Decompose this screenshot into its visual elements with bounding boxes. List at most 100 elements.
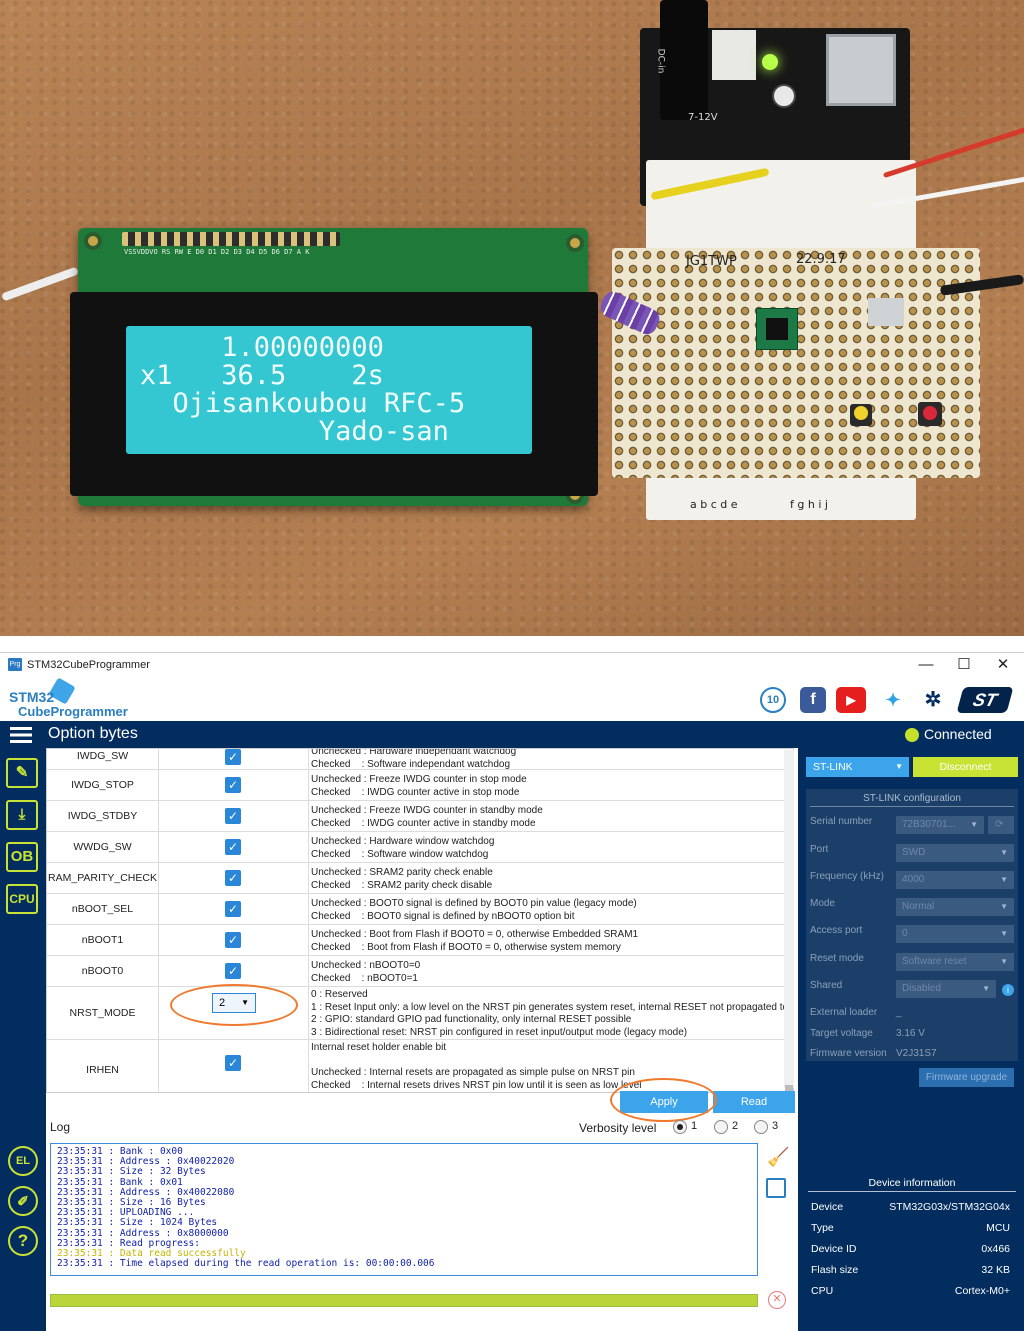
option-description: Unchecked : BOOT0 signal is defined by B…	[311, 898, 637, 922]
minimize-button[interactable]: —	[918, 656, 934, 673]
lcd-line-4: Yado-san	[140, 416, 449, 447]
close-button[interactable]: ✕	[996, 656, 1010, 673]
app-window: Prg STM32CubeProgrammer — ☐ ✕ STM32 Cube…	[0, 652, 1024, 1331]
verbosity-label-2: 2	[732, 1120, 739, 1132]
switch	[712, 30, 756, 80]
frequency-select[interactable]: 4000▼	[896, 871, 1014, 889]
nboot-sel-checkbox[interactable]: ✓	[225, 901, 241, 917]
table-row: RAM_PARITY_CHECK ✓ Unchecked : SRAM2 par…	[47, 863, 793, 894]
facebook-icon[interactable]: f	[800, 687, 826, 713]
verbosity-label: Verbosity level	[579, 1121, 657, 1135]
iwdg-stdby-checkbox[interactable]: ✓	[225, 808, 241, 824]
verbosity-radio-3[interactable]	[754, 1120, 768, 1134]
iwdg-sw-checkbox[interactable]: ✓	[225, 749, 241, 765]
firmware-version-value: V2J31S7	[896, 1048, 937, 1059]
option-description: Unchecked : Hardware window watchdog Che…	[311, 836, 495, 860]
option-name: nBOOT0	[47, 956, 159, 986]
param-value: Disabled	[902, 983, 941, 994]
table-row: nBOOT1 ✓ Unchecked : Boot from Flash if …	[47, 925, 793, 956]
highlight-ellipse-apply	[610, 1078, 717, 1122]
usb-port	[826, 34, 896, 106]
download-icon[interactable]: ⤓	[6, 800, 38, 830]
option-name: nBOOT_SEL	[47, 894, 159, 924]
date-label: 22.9.17	[796, 252, 846, 267]
mode-select[interactable]: Normal▼	[896, 898, 1014, 916]
psu-voltage-label: 7-12V	[688, 112, 718, 123]
cpu-icon[interactable]: CPU	[6, 884, 38, 914]
disconnect-button[interactable]: Disconnect	[913, 757, 1018, 777]
serial-number-select[interactable]: 72B30701... ▼	[896, 816, 984, 834]
help-icon[interactable]: ?	[8, 1226, 38, 1256]
firmware-upgrade-button[interactable]: Firmware upgrade	[919, 1068, 1014, 1087]
table-row: IWDG_SW ✓ Unchecked : Hardware independa…	[47, 749, 793, 770]
nboot1-checkbox[interactable]: ✓	[225, 932, 241, 948]
param-label: Port	[810, 844, 829, 855]
nboot0-checkbox[interactable]: ✓	[225, 963, 241, 979]
table-row: IWDG_STDBY ✓ Unchecked : Freeze IWDG cou…	[47, 801, 793, 832]
maximize-button[interactable]: ☐	[957, 656, 971, 673]
refresh-icon[interactable]: ⟳	[988, 816, 1014, 834]
reset-mode-select[interactable]: Software reset▼	[896, 953, 1014, 971]
shared-select[interactable]: Disabled▼	[896, 980, 996, 998]
capacitor	[772, 84, 796, 108]
access-port-select[interactable]: 0▼	[896, 925, 1014, 943]
progress-bar	[50, 1294, 758, 1307]
option-name: WWDG_SW	[47, 832, 159, 862]
breadboard-letters-f: f g h i j	[790, 498, 828, 511]
button-yellow	[854, 406, 868, 420]
clear-log-icon[interactable]: 🧹	[767, 1147, 790, 1167]
network-icon[interactable]: ✲	[924, 689, 942, 711]
chevron-down-icon: ▼	[895, 762, 903, 771]
youtube-icon[interactable]: ▶	[836, 687, 866, 713]
option-name: IWDG_SW	[47, 749, 159, 769]
secure-icon[interactable]: ✐	[8, 1186, 38, 1216]
irhen-checkbox[interactable]: ✓	[225, 1055, 241, 1071]
option-name: IRHEN	[47, 1040, 159, 1092]
lcd-header-pins	[122, 232, 340, 246]
save-log-icon[interactable]	[766, 1178, 786, 1198]
twitter-icon[interactable]: ✦	[885, 690, 901, 710]
st-logo[interactable]: ST	[956, 687, 1014, 713]
param-label: Serial number	[810, 816, 873, 827]
table-scrollbar[interactable]	[784, 750, 794, 1088]
option-name: IWDG_STOP	[47, 770, 159, 800]
flash-size-value: 32 KB	[981, 1264, 1010, 1276]
scroll-down-icon[interactable]	[785, 1085, 793, 1093]
chevron-down-icon: ▼	[1000, 875, 1008, 884]
ram-parity-check-checkbox[interactable]: ✓	[225, 870, 241, 886]
verbosity-radio-2[interactable]	[714, 1120, 728, 1134]
memory-edit-icon[interactable]: ✎	[6, 758, 38, 788]
cpu-value: Cortex-M0+	[954, 1285, 1010, 1297]
info-icon[interactable]: i	[1002, 984, 1014, 996]
swv-icon[interactable]: EL	[8, 1146, 38, 1176]
cancel-icon[interactable]: ✕	[768, 1291, 786, 1309]
option-bytes-icon[interactable]: OB	[6, 842, 38, 872]
button-red	[923, 406, 937, 420]
menu-icon[interactable]	[10, 727, 32, 743]
type-value: MCU	[986, 1222, 1010, 1234]
hardware-photo: 7-12V DC-in a b c d e f g h i j JG1TWP 2…	[0, 0, 1024, 636]
window-title: STM32CubeProgrammer	[27, 659, 150, 671]
param-value: 0	[902, 928, 908, 939]
log-line: 23:35:31 : Bank : 0x01	[57, 1176, 183, 1188]
highlight-ellipse-nrst	[170, 984, 298, 1026]
flash-size-label: Flash size	[811, 1264, 859, 1276]
read-button[interactable]: Read	[713, 1091, 795, 1113]
brand-bar	[0, 677, 1024, 721]
mount-hole	[84, 232, 102, 250]
wwdg-sw-checkbox[interactable]: ✓	[225, 839, 241, 855]
anniversary-icon[interactable]: 10	[760, 687, 786, 713]
iwdg-stop-checkbox[interactable]: ✓	[225, 777, 241, 793]
logo-cubeprogrammer: CubeProgrammer	[18, 704, 128, 719]
crystal	[868, 298, 904, 326]
chevron-down-icon: ▼	[970, 820, 978, 829]
probe-select[interactable]: ST-LINK▼	[806, 757, 909, 777]
param-value: 72B30701...	[902, 819, 956, 830]
device-info-title: Device information	[868, 1177, 956, 1189]
param-label: Reset mode	[810, 953, 864, 964]
title-bar: Prg STM32CubeProgrammer — ☐ ✕	[0, 653, 1024, 677]
port-select[interactable]: SWD▼	[896, 844, 1014, 862]
verbosity-radio-1[interactable]	[673, 1120, 687, 1134]
option-description: Unchecked : Boot from Flash if BOOT0 = 0…	[311, 929, 639, 953]
